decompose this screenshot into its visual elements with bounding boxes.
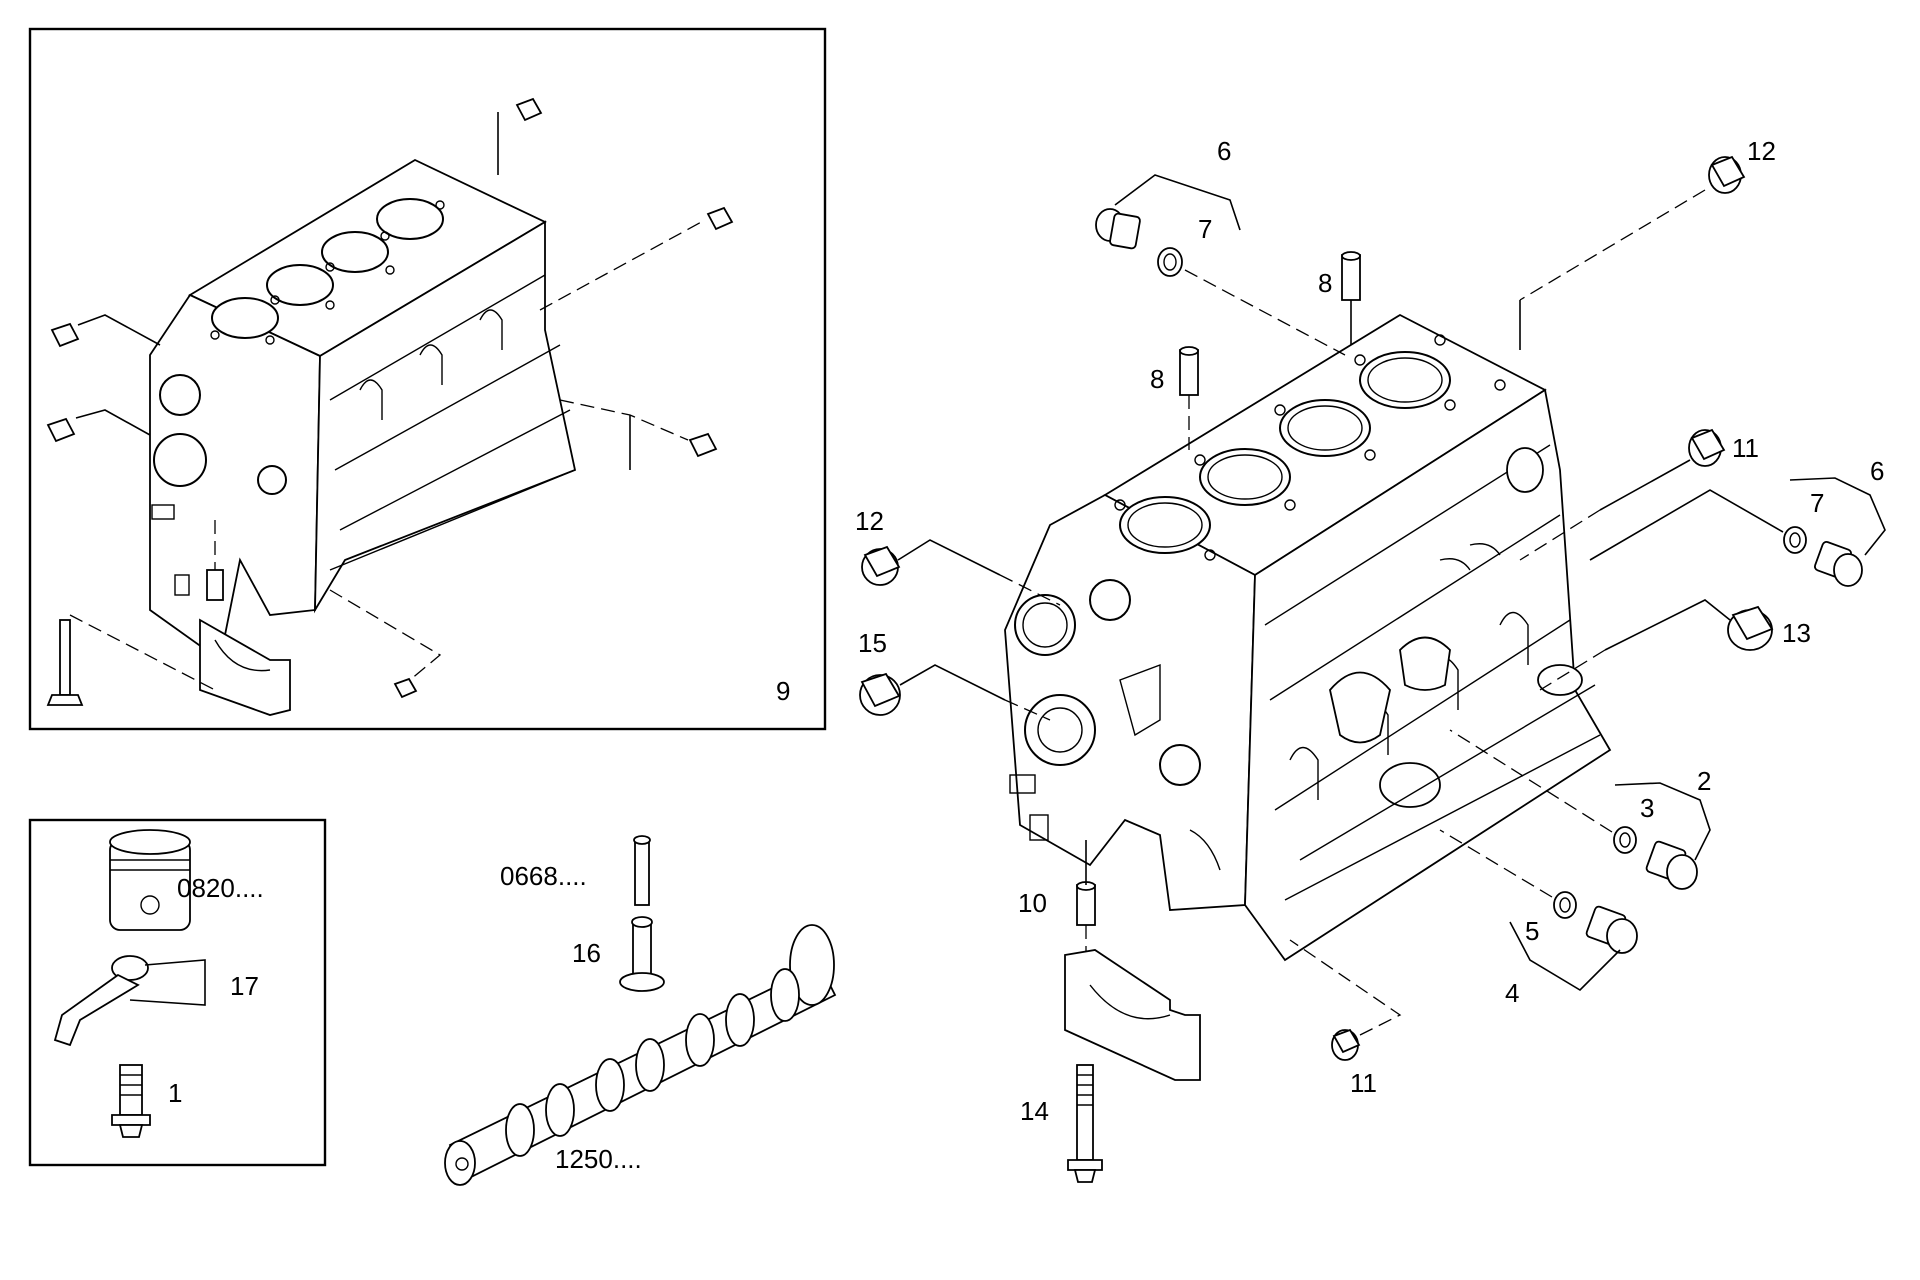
plug-6-right: [1789, 477, 1886, 587]
plug-15: [859, 664, 1051, 721]
callout-0668: 0668....: [500, 861, 587, 891]
washer-5: [1439, 829, 1577, 919]
plug-12-left: [861, 539, 1061, 606]
callout-1250: 1250....: [555, 1144, 642, 1174]
callout-13: 13: [1782, 618, 1811, 648]
callout-12-left: 12: [855, 506, 884, 536]
callout-8-lower: 8: [1150, 364, 1164, 394]
plug-2: [1614, 782, 1711, 890]
dowel-8-upper: [1341, 251, 1361, 345]
plug-4: [1509, 905, 1638, 992]
plug-13: [1539, 599, 1774, 691]
oil-jet: [53, 955, 206, 1047]
callout-14: 14: [1020, 1096, 1049, 1126]
tappet-rod: [633, 835, 651, 906]
callout-3: 3: [1640, 793, 1654, 823]
callout-16: 16: [572, 938, 601, 968]
plug-6-top: [1095, 174, 1241, 250]
cap-bolt-14: [1067, 1064, 1103, 1183]
callout-7-top: 7: [1198, 214, 1212, 244]
callout-4: 4: [1505, 978, 1519, 1008]
callout-0820: 0820....: [177, 873, 264, 903]
plug-12-top: [1519, 155, 1746, 350]
callout-10: 10: [1018, 888, 1047, 918]
jet-bolt: [111, 1064, 151, 1138]
callout-5: 5: [1525, 916, 1539, 946]
washer-3: [1449, 729, 1637, 854]
plug-11-bottom: [1289, 939, 1402, 1061]
dowel-8-lower: [1179, 346, 1199, 450]
callout-11-right: 11: [1732, 433, 1759, 463]
washer-7-top: [1157, 247, 1346, 356]
inset-plugs: [46, 97, 734, 716]
plug-11-right: [1519, 428, 1726, 561]
dowel-10: [1076, 840, 1096, 955]
callout-7-right: 7: [1810, 488, 1824, 518]
callout-11-bottom: 11: [1350, 1068, 1377, 1098]
callout-9: 9: [776, 676, 790, 706]
callout-17: 17: [230, 971, 259, 1001]
callout-6-right: 6: [1870, 456, 1884, 486]
callout-15: 15: [858, 628, 887, 658]
callout-8-upper: 8: [1318, 268, 1332, 298]
callout-1: 1: [168, 1078, 182, 1108]
inset-box-engine-block-assembly: [28, 27, 827, 731]
washer-7-right: [1589, 489, 1807, 561]
main-engine-block: [1004, 313, 1612, 962]
callout-2: 2: [1697, 766, 1711, 796]
callout-labels: 6 7 12 8 8 11 6 7 12 13 15 2 3 5 4 10 14…: [168, 136, 1884, 1174]
tappet: [619, 916, 665, 992]
inset-box-piston-group: [28, 818, 327, 1167]
inset-engine-block: [149, 158, 577, 662]
camshaft: [444, 924, 837, 1186]
callout-6-top: 6: [1217, 136, 1231, 166]
main-bearing-cap: [1064, 949, 1201, 1081]
piston: [109, 829, 191, 931]
callout-12-top: 12: [1747, 136, 1776, 166]
